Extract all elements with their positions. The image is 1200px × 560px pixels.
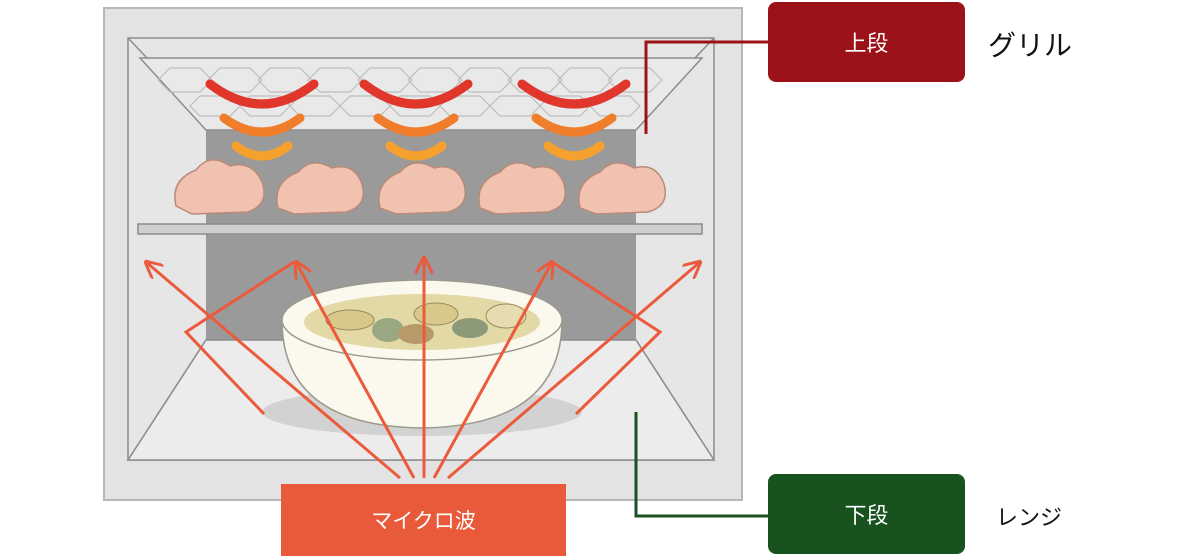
- microwave-label: マイクロ波: [281, 484, 566, 556]
- upper-stage-text: 上段: [844, 32, 889, 57]
- lower-stage-text: 下段: [844, 504, 889, 529]
- lower-leader-line: [634, 412, 768, 518]
- grill-text: グリル: [988, 29, 1073, 62]
- upper-shelf: [137, 223, 703, 235]
- soup-bowl-icon: [281, 279, 563, 429]
- upper-leader-line: [644, 40, 768, 134]
- microwave-text: マイクロ波: [371, 509, 476, 533]
- microwave-arrows: [146, 258, 700, 480]
- meat-icon: [174, 159, 666, 215]
- heat-wave-icon: [205, 79, 631, 161]
- lower-stage-label: 下段: [768, 474, 965, 554]
- upper-stage-label: 上段: [768, 2, 965, 82]
- range-text: レンジ: [996, 506, 1063, 531]
